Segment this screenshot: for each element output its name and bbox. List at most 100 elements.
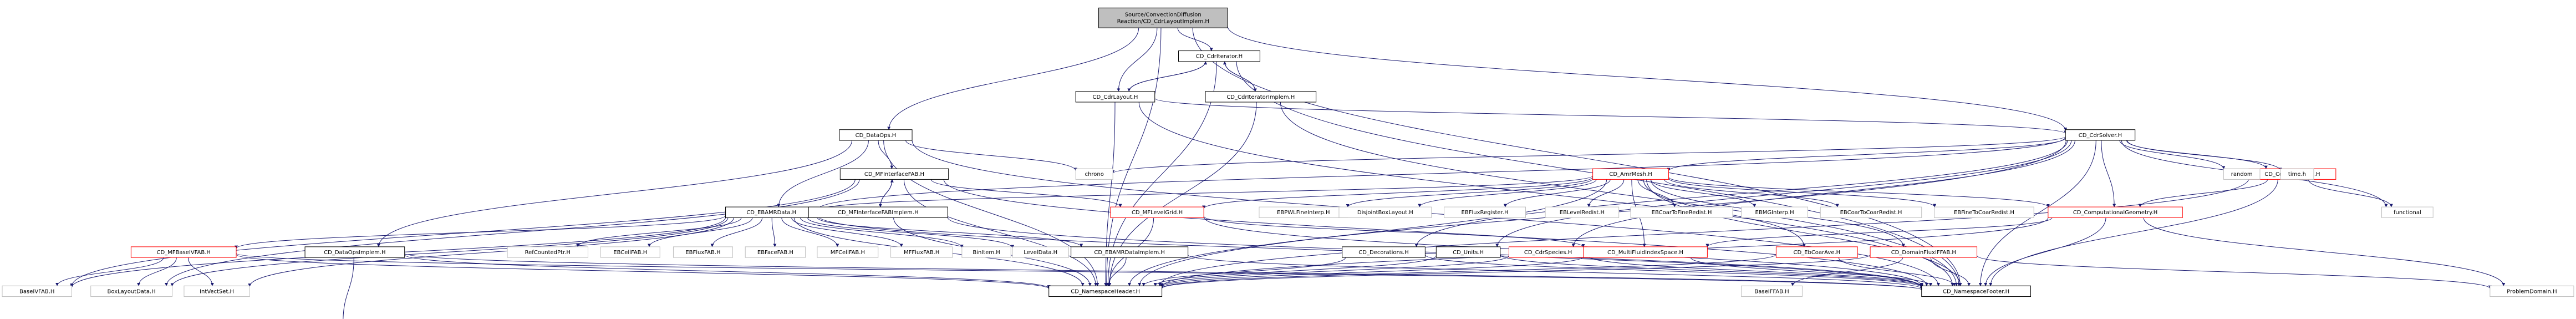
graph-node-n48[interactable]: EBCoarToCoarRedist.H: [1820, 206, 1922, 218]
edge-n9-to-n27: [576, 217, 742, 247]
node-label: CD_CdrIterator.H: [1196, 54, 1243, 60]
graph-node-n46[interactable]: EBCoarToFineRedist.H: [1630, 206, 1733, 218]
node-label: CD_Decorations.H: [1358, 250, 1408, 256]
graph-node-n23[interactable]: CD_NamespaceFooter.H: [1921, 285, 2032, 297]
graph-node-n47[interactable]: EBMGInterp.H: [1741, 206, 1808, 218]
edge-n9-to-n25: [170, 217, 729, 287]
edge-n19-to-n22: [1160, 256, 1584, 288]
edge-n3-to-n23: [1280, 102, 1958, 286]
graph-node-n3[interactable]: CD_CdrIteratorImplem.H: [1205, 91, 1317, 103]
graph-node-n38[interactable]: chrono: [1075, 168, 1113, 180]
graph-node-n24[interactable]: BaseIVFAB.H: [2, 285, 72, 297]
node-box: [507, 246, 588, 258]
graph-node-n19[interactable]: CD_MultiFluidIndexSpace.H: [1583, 246, 1708, 258]
node-box: [184, 285, 250, 297]
graph-node-n25[interactable]: BoxLayoutData.H: [90, 285, 173, 297]
edge-n10-to-n23: [947, 217, 1923, 288]
graph-node-n36[interactable]: BaseIFFAB.H: [1741, 285, 1803, 297]
graph-node-n43[interactable]: DisjointBoxLayout.H: [1338, 206, 1432, 218]
edge-n13-to-n25: [137, 257, 177, 286]
graph-node-n49[interactable]: EBFineToCoarRedist.H: [1934, 206, 2034, 218]
graph-node-n6[interactable]: CD_MFInterfaceFAB.H: [839, 168, 949, 180]
edge-n7-to-n9: [816, 175, 1594, 211]
edge-n12-to-n23: [1984, 217, 2106, 286]
node-box: [1435, 246, 1501, 258]
graph-node-n15[interactable]: CD_EBAMRDataImplem.H: [1071, 246, 1189, 258]
graph-node-n0[interactable]: Source/ConvectionDiffusionReaction/CD_Cd…: [1098, 7, 1228, 28]
node-label: EBLevelRedist.H: [1560, 210, 1605, 216]
graph-node-n7[interactable]: CD_AmrMesh.H: [1592, 168, 1669, 180]
node-box: [1178, 50, 1260, 62]
edge-n5-to-n14: [376, 140, 852, 247]
edge-n9-to-n28: [648, 217, 753, 247]
graph-node-n17[interactable]: CD_Units.H: [1435, 246, 1501, 258]
edge-n7-to-n22: [1128, 179, 1607, 286]
graph-node-n39[interactable]: random: [2223, 168, 2261, 180]
edge-n12-to-n19: [1706, 217, 2053, 247]
graph-node-n26[interactable]: IntVectSet.H: [184, 285, 250, 297]
graph-node-n5[interactable]: CD_DataOps.H: [839, 129, 913, 141]
graph-node-n10[interactable]: CD_MFInterfaceFABImplem.H: [808, 206, 948, 218]
node-label: BoxLayoutData.H: [108, 288, 156, 295]
node-box: [130, 246, 237, 258]
graph-node-n22[interactable]: CD_NamespaceHeader.H: [1048, 285, 1163, 297]
edge-n4-to-n12: [2101, 140, 2116, 207]
edge-n21-to-n37: [1977, 255, 2492, 289]
node-label: CD_CdrSolver.H: [2079, 133, 2122, 139]
node-box: [1075, 91, 1155, 103]
edge-n2-to-n4: [1154, 98, 2067, 134]
graph-node-n28[interactable]: EBCellFAB.H: [600, 246, 660, 258]
edge-n7-to-n47: [1650, 179, 1757, 207]
graph-node-n44[interactable]: EBFluxRegister.H: [1444, 206, 1526, 218]
edge-n14-to-n22: [404, 254, 1051, 289]
node-label: IntVectSet.H: [200, 288, 234, 295]
edge-n10-to-n6: [880, 179, 894, 207]
graph-node-n31[interactable]: MFCellFAB.H: [817, 246, 879, 258]
graph-node-n42[interactable]: EBPWLFineInterp.H: [1259, 206, 1348, 218]
edge-n7-to-n44: [1503, 179, 1611, 207]
edge-n9-to-n30: [771, 217, 777, 247]
graph-node-n16[interactable]: CD_Decorations.H: [1342, 246, 1426, 258]
node-box: [1741, 206, 1808, 218]
edge-n21-to-n36: [1791, 257, 1903, 286]
graph-node-n14[interactable]: CD_DataOpsImplem.H: [304, 246, 405, 258]
node-label: functional: [2394, 210, 2421, 216]
edge-n4-to-n16: [1414, 140, 2068, 247]
graph-node-n27[interactable]: RefCountedPtr.H: [507, 246, 588, 258]
edge-n4-to-n7: [1667, 138, 2066, 171]
graph-node-n12[interactable]: CD_ComputationalGeometry.H: [2048, 206, 2183, 218]
node-label: CD_DataOps.H: [856, 133, 897, 139]
graph-node-n21[interactable]: CD_DomainFluxIFFAB.H: [1870, 246, 1978, 258]
node-box: [1820, 206, 1922, 218]
graph-node-n29[interactable]: EBFluxFAB.H: [673, 246, 733, 258]
edge-n9-to-n32: [791, 217, 903, 247]
graph-node-n20[interactable]: CD_EbCoarAve.H: [1775, 246, 1858, 258]
node-box: [817, 246, 879, 258]
edge-n13-to-n24: [55, 257, 164, 286]
node-box: [1098, 7, 1228, 28]
graph-node-n4[interactable]: CD_CdrSolver.H: [2065, 129, 2136, 141]
graph-node-n34[interactable]: LevelData.H: [1012, 246, 1069, 258]
graph-node-n13[interactable]: CD_MFBaseIVFAB.H: [130, 246, 237, 258]
graph-node-n37[interactable]: ProblemDomain.H: [2490, 285, 2574, 297]
graph-node-n41[interactable]: functional: [2381, 206, 2434, 218]
graph-node-n9[interactable]: CD_EBAMRData.H: [725, 206, 818, 218]
edge-n11-to-n19: [1203, 216, 1585, 247]
node-label: EBCellFAB.H: [613, 250, 647, 256]
edge-n8-to-n41: [2308, 179, 2393, 207]
node-label: CD_EbCoarAve.H: [1793, 250, 1840, 256]
graph-node-n45[interactable]: EBLevelRedist.H: [1545, 206, 1620, 218]
graph-node-n33[interactable]: BinItem.H: [961, 246, 1011, 258]
graph-node-n11[interactable]: CD_MFLevelGrid.H: [1110, 206, 1204, 218]
node-box: [1630, 206, 1733, 218]
graph-node-n1[interactable]: CD_CdrIterator.H: [1178, 50, 1260, 62]
node-label: CD_AmrMesh.H: [1609, 171, 1652, 178]
edge-n0-to-n5: [887, 28, 1139, 130]
graph-node-n30[interactable]: EBFaceFAB.H: [745, 246, 806, 258]
graph-node-n32[interactable]: MFFluxFAB.H: [890, 246, 953, 258]
graph-node-n18[interactable]: CD_CdrSpecies.H: [1509, 246, 1588, 258]
graph-node-n2[interactable]: CD_CdrLayout.H: [1075, 91, 1155, 103]
graph-node-n40[interactable]: time.h: [2280, 168, 2314, 180]
edge-n13-to-n26: [187, 257, 214, 286]
